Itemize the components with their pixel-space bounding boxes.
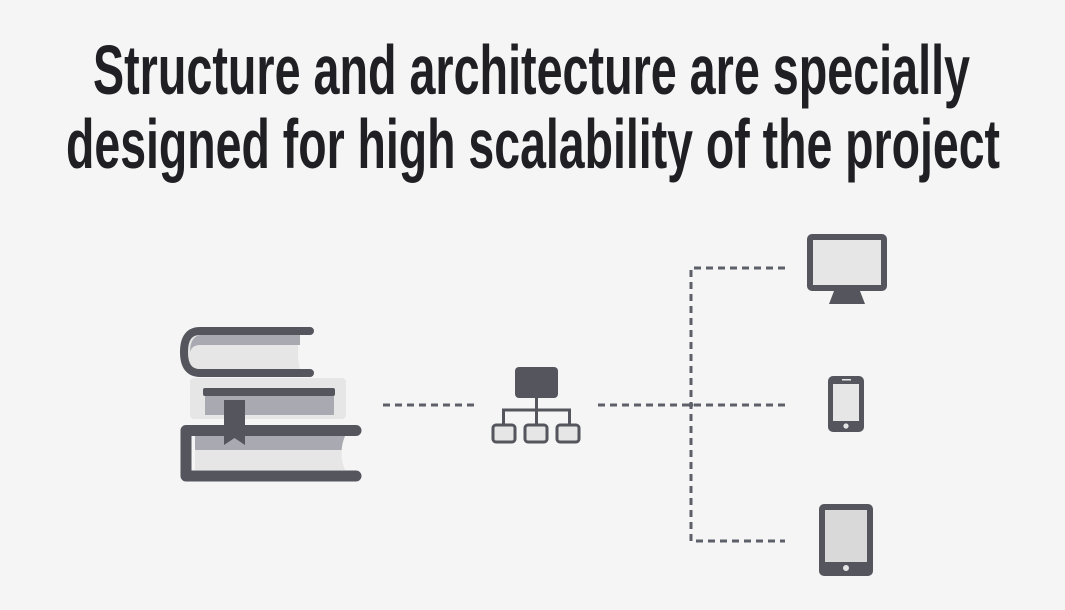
title-line-1: Structure and architecture are specially: [93, 31, 970, 109]
books-stack-icon: [179, 327, 362, 482]
smartphone-icon: [828, 376, 864, 432]
title-line-2: designed for high scalability of the pro…: [66, 105, 1000, 183]
network-hierarchy-icon: [491, 367, 581, 444]
tablet-icon: [819, 504, 873, 576]
junction-dot: [688, 402, 694, 408]
desktop-monitor-icon: [807, 234, 887, 304]
